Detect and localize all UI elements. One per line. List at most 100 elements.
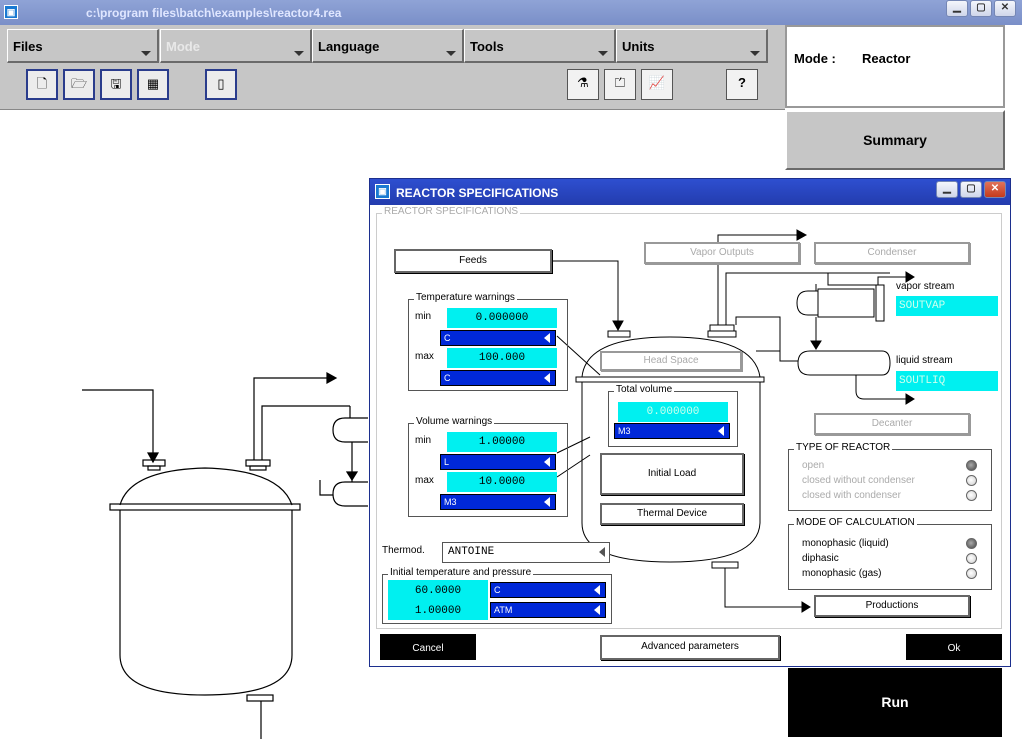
chart-tool-button[interactable]: 📈 <box>641 69 673 100</box>
vol-min-unit: L <box>444 457 450 467</box>
summary-button[interactable]: Summary <box>785 110 1005 170</box>
total-volume-group: Total volume <box>608 384 738 447</box>
exit-button[interactable]: ▯ <box>205 69 237 100</box>
reactor-type-radio-open[interactable] <box>966 460 977 471</box>
window-controls: ▁ ▢ ✕ <box>946 0 1016 20</box>
mode-value: Reactor <box>862 51 911 66</box>
advanced-parameters-button[interactable]: Advanced parameters <box>600 635 780 660</box>
help-button[interactable]: ? <box>726 69 758 100</box>
temp-max-label: max <box>415 351 434 362</box>
menu-mode[interactable]: Mode <box>160 29 312 63</box>
dialog-window-controls: ▁ ▢ ✕ <box>936 181 1006 201</box>
vapor-outputs-button[interactable]: Vapor Outputs <box>644 242 800 264</box>
initial-load-button[interactable]: Initial Load <box>600 453 744 495</box>
run-tool-button[interactable]: ⚗ <box>567 69 599 100</box>
mode-panel: Mode : Reactor <box>785 25 1005 108</box>
productions-button[interactable]: Productions <box>814 595 970 617</box>
chevron-left-icon <box>544 497 550 507</box>
vol-max-unit: M3 <box>444 497 457 507</box>
menu-files[interactable]: Files <box>7 29 159 63</box>
minimize-icon[interactable]: ▁ <box>946 0 968 17</box>
temp-max-field[interactable]: 100.000 <box>447 348 557 368</box>
reactor-type-option-closed-no-cond: closed without condenser <box>802 475 915 486</box>
calc-mode-title: MODE OF CALCULATION <box>794 517 917 528</box>
initial-pressure-field[interactable]: 1.00000 <box>388 601 488 620</box>
calc-mode-option-liquid: monophasic (liquid) <box>802 538 889 549</box>
save-disk-icon: 🖫 <box>110 76 122 91</box>
total-volume-unit-select[interactable]: M3 <box>614 423 730 439</box>
calc-mode-group: MODE OF CALCULATION <box>788 517 992 590</box>
reactor-type-radio-closed-no-cond[interactable] <box>966 475 977 486</box>
reactor-type-group: TYPE OF REACTOR <box>788 442 992 511</box>
temp-max-unit-select[interactable]: C <box>440 370 556 386</box>
new-file-icon: 🗋 <box>36 76 48 91</box>
minimize-icon[interactable]: ▁ <box>936 181 958 198</box>
calc-mode-radio-gas[interactable] <box>966 568 977 579</box>
vapor-stream-field[interactable]: SOUTVAP <box>896 296 998 316</box>
close-icon[interactable]: ✕ <box>984 181 1006 198</box>
vol-min-field[interactable]: 1.00000 <box>447 432 557 452</box>
reactor-specs-group-title: REACTOR SPECIFICATIONS <box>382 206 521 217</box>
initial-press-unit: ATM <box>494 605 513 615</box>
calculator-icon: ▦ <box>146 76 160 91</box>
menu-tools-label: Tools <box>470 39 504 54</box>
cancel-button[interactable]: Cancel <box>380 634 476 660</box>
new-file-button[interactable]: 🗋 <box>26 69 58 100</box>
head-space-button[interactable]: Head Space <box>600 351 742 371</box>
temp-min-unit-select[interactable]: C <box>440 330 556 346</box>
maximize-icon[interactable]: ▢ <box>970 0 992 17</box>
temp-min-field[interactable]: 0.000000 <box>447 308 557 328</box>
temp-min-unit: C <box>444 333 451 343</box>
run-button[interactable]: Run <box>788 668 1002 737</box>
maximize-icon[interactable]: ▢ <box>960 181 982 198</box>
liquid-stream-field[interactable]: SOUTLIQ <box>896 371 998 391</box>
background-flowsheet <box>82 371 368 739</box>
thermod-select[interactable]: ANTOINE <box>442 542 610 563</box>
volume-warnings-group: Volume warnings <box>408 416 568 517</box>
menu-units[interactable]: Units <box>616 29 768 63</box>
reactor-diagram <box>552 229 915 613</box>
save-file-button[interactable]: 🖫 <box>100 69 132 100</box>
thermal-device-button[interactable]: Thermal Device <box>600 503 744 525</box>
calc-mode-radio-diphasic[interactable] <box>966 553 977 564</box>
main-titlebar: ▣ c:\program files\batch\examples\reacto… <box>0 0 1022 25</box>
initial-tp-group: Initial temperature and pressure <box>382 567 612 624</box>
feeds-button[interactable]: Feeds <box>394 249 552 273</box>
vol-max-unit-select[interactable]: M3 <box>440 494 556 510</box>
menu-tools[interactable]: Tools <box>464 29 616 63</box>
calculator-button[interactable]: ▦ <box>137 69 169 100</box>
chevron-left-icon <box>544 333 550 343</box>
run-flask-icon: ⚗ <box>577 75 589 90</box>
menu-mode-label: Mode <box>166 39 200 54</box>
chevron-left-icon <box>594 585 600 595</box>
calc-mode-option-gas: monophasic (gas) <box>802 568 882 579</box>
reactor-specs-group: REACTOR SPECIFICATIONS <box>376 206 1002 629</box>
vol-max-label: max <box>415 475 434 486</box>
open-file-button[interactable]: 🗁 <box>63 69 95 100</box>
vol-max-field[interactable]: 10.0000 <box>447 472 557 492</box>
initial-temperature-field[interactable]: 60.0000 <box>388 581 488 600</box>
vol-min-unit-select[interactable]: L <box>440 454 556 470</box>
dialog-titlebar: ▣ REACTOR SPECIFICATIONS ▁ ▢ ✕ <box>370 179 1010 205</box>
menu-language[interactable]: Language <box>312 29 464 63</box>
initial-temp-unit-select[interactable]: C <box>490 582 606 598</box>
decanter-button[interactable]: Decanter <box>814 413 970 435</box>
reactor-type-title: TYPE OF REACTOR <box>794 442 893 453</box>
reactor-type-radio-closed-cond[interactable] <box>966 490 977 501</box>
chevron-down-icon <box>750 51 760 56</box>
total-volume-field[interactable]: 0.000000 <box>618 402 728 422</box>
chevron-down-icon <box>141 51 151 56</box>
simulation-tool-button[interactable]: ⏍ <box>604 69 636 100</box>
initial-temp-unit: C <box>494 585 501 595</box>
chevron-down-icon <box>294 51 304 56</box>
calc-mode-radio-liquid[interactable] <box>966 538 977 549</box>
help-icon: ? <box>738 75 746 90</box>
close-icon[interactable]: ✕ <box>994 0 1016 17</box>
condenser-button[interactable]: Condenser <box>814 242 970 264</box>
ok-button[interactable]: Ok <box>906 634 1002 660</box>
initial-press-unit-select[interactable]: ATM <box>490 602 606 618</box>
chevron-down-icon <box>446 51 456 56</box>
liquid-stream-label: liquid stream <box>896 355 953 366</box>
vapor-stream-label: vapor stream <box>896 281 955 292</box>
app-icon: ▣ <box>375 184 390 199</box>
